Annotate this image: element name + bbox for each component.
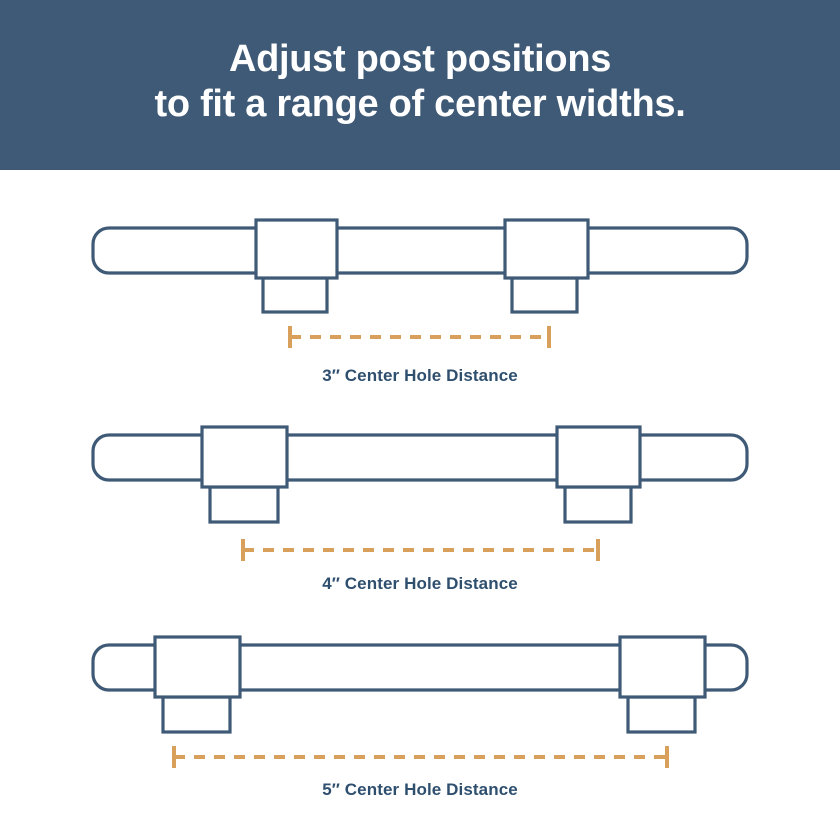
post-head (200, 425, 289, 489)
handle-diagram-4in: 4″ Center Hole Distance (0, 410, 840, 615)
post-foot (208, 485, 280, 524)
handle-drawing-4in (91, 425, 749, 561)
bar-rounded-rect (91, 433, 749, 482)
handle-diagram-5in: 5″ Center Hole Distance (0, 620, 840, 820)
dimension-line-4in (241, 539, 600, 561)
post-head (503, 218, 590, 280)
header-title-line-2: to fit a range of center widths. (154, 83, 686, 125)
handle-drawing-3in (91, 218, 749, 348)
post-head (555, 425, 642, 489)
post-right-4in (555, 425, 642, 524)
dimension-line-3in (288, 326, 551, 348)
header-title-line-1: Adjust post positions (228, 38, 612, 80)
post-left-4in (200, 425, 289, 524)
bar-rounded-rect (91, 643, 749, 692)
post-left-5in (153, 635, 242, 734)
handle-drawing-5in (91, 635, 749, 768)
dimension-label-5in: 5″ Center Hole Distance (322, 780, 518, 799)
post-right-5in (618, 635, 707, 734)
dimension-label-4in: 4″ Center Hole Distance (322, 574, 518, 593)
handle-bar-3in (91, 226, 749, 275)
post-head (618, 635, 707, 699)
bar-rounded-rect (91, 226, 749, 275)
post-left-3in (254, 218, 339, 314)
post-head (254, 218, 339, 280)
dimension-label-3in: 3″ Center Hole Distance (322, 366, 518, 385)
post-foot (563, 485, 633, 524)
handle-bar-4in (91, 433, 749, 482)
dimension-line-5in (172, 746, 669, 768)
post-head (153, 635, 242, 699)
handle-diagram-3in: 3″ Center Hole Distance (0, 200, 840, 400)
post-foot (626, 695, 697, 734)
header-banner: Adjust post positions to fit a range of … (0, 0, 840, 170)
post-foot (261, 276, 329, 314)
post-foot (161, 695, 232, 734)
post-foot (510, 276, 579, 314)
handle-bar-5in (91, 643, 749, 692)
post-right-3in (503, 218, 590, 314)
